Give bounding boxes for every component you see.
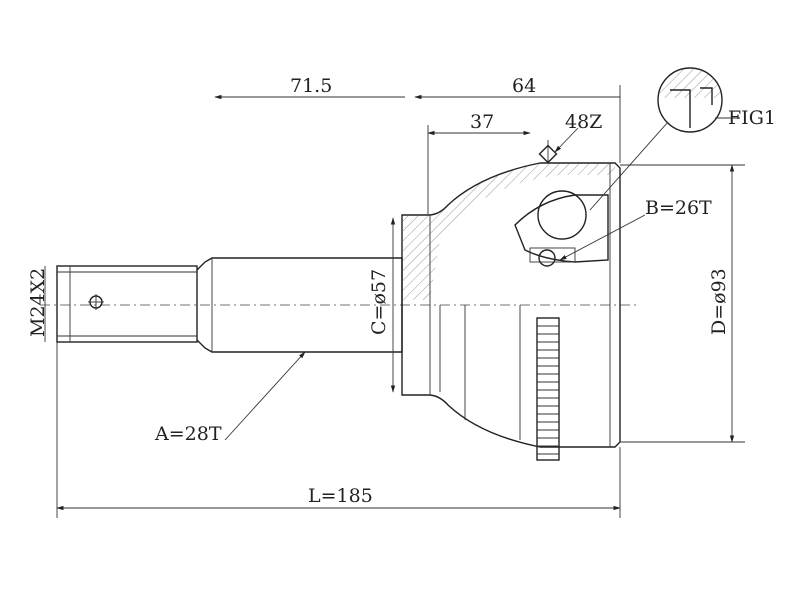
thread-label: M24X2 (27, 268, 49, 337)
depth-label: 37 (470, 111, 494, 133)
dimension-lines (44, 85, 745, 518)
shaft-length-label: 71.5 (290, 75, 332, 97)
outer-diameter-label: D=ø93 (708, 268, 730, 335)
housing-body (401, 140, 621, 461)
outer-spline-label: A=28T (154, 423, 222, 445)
fig-label: FIG1 (728, 107, 776, 129)
seal-diameter-label: C=ø57 (368, 269, 390, 335)
inner-spline-label: B=26T (645, 197, 712, 219)
total-length-label: L=185 (308, 485, 373, 507)
housing-length-label: 64 (512, 75, 536, 97)
threaded-stub (56, 265, 198, 343)
fig1-detail (589, 67, 740, 211)
abs-teeth-label: 48Z (565, 111, 602, 133)
